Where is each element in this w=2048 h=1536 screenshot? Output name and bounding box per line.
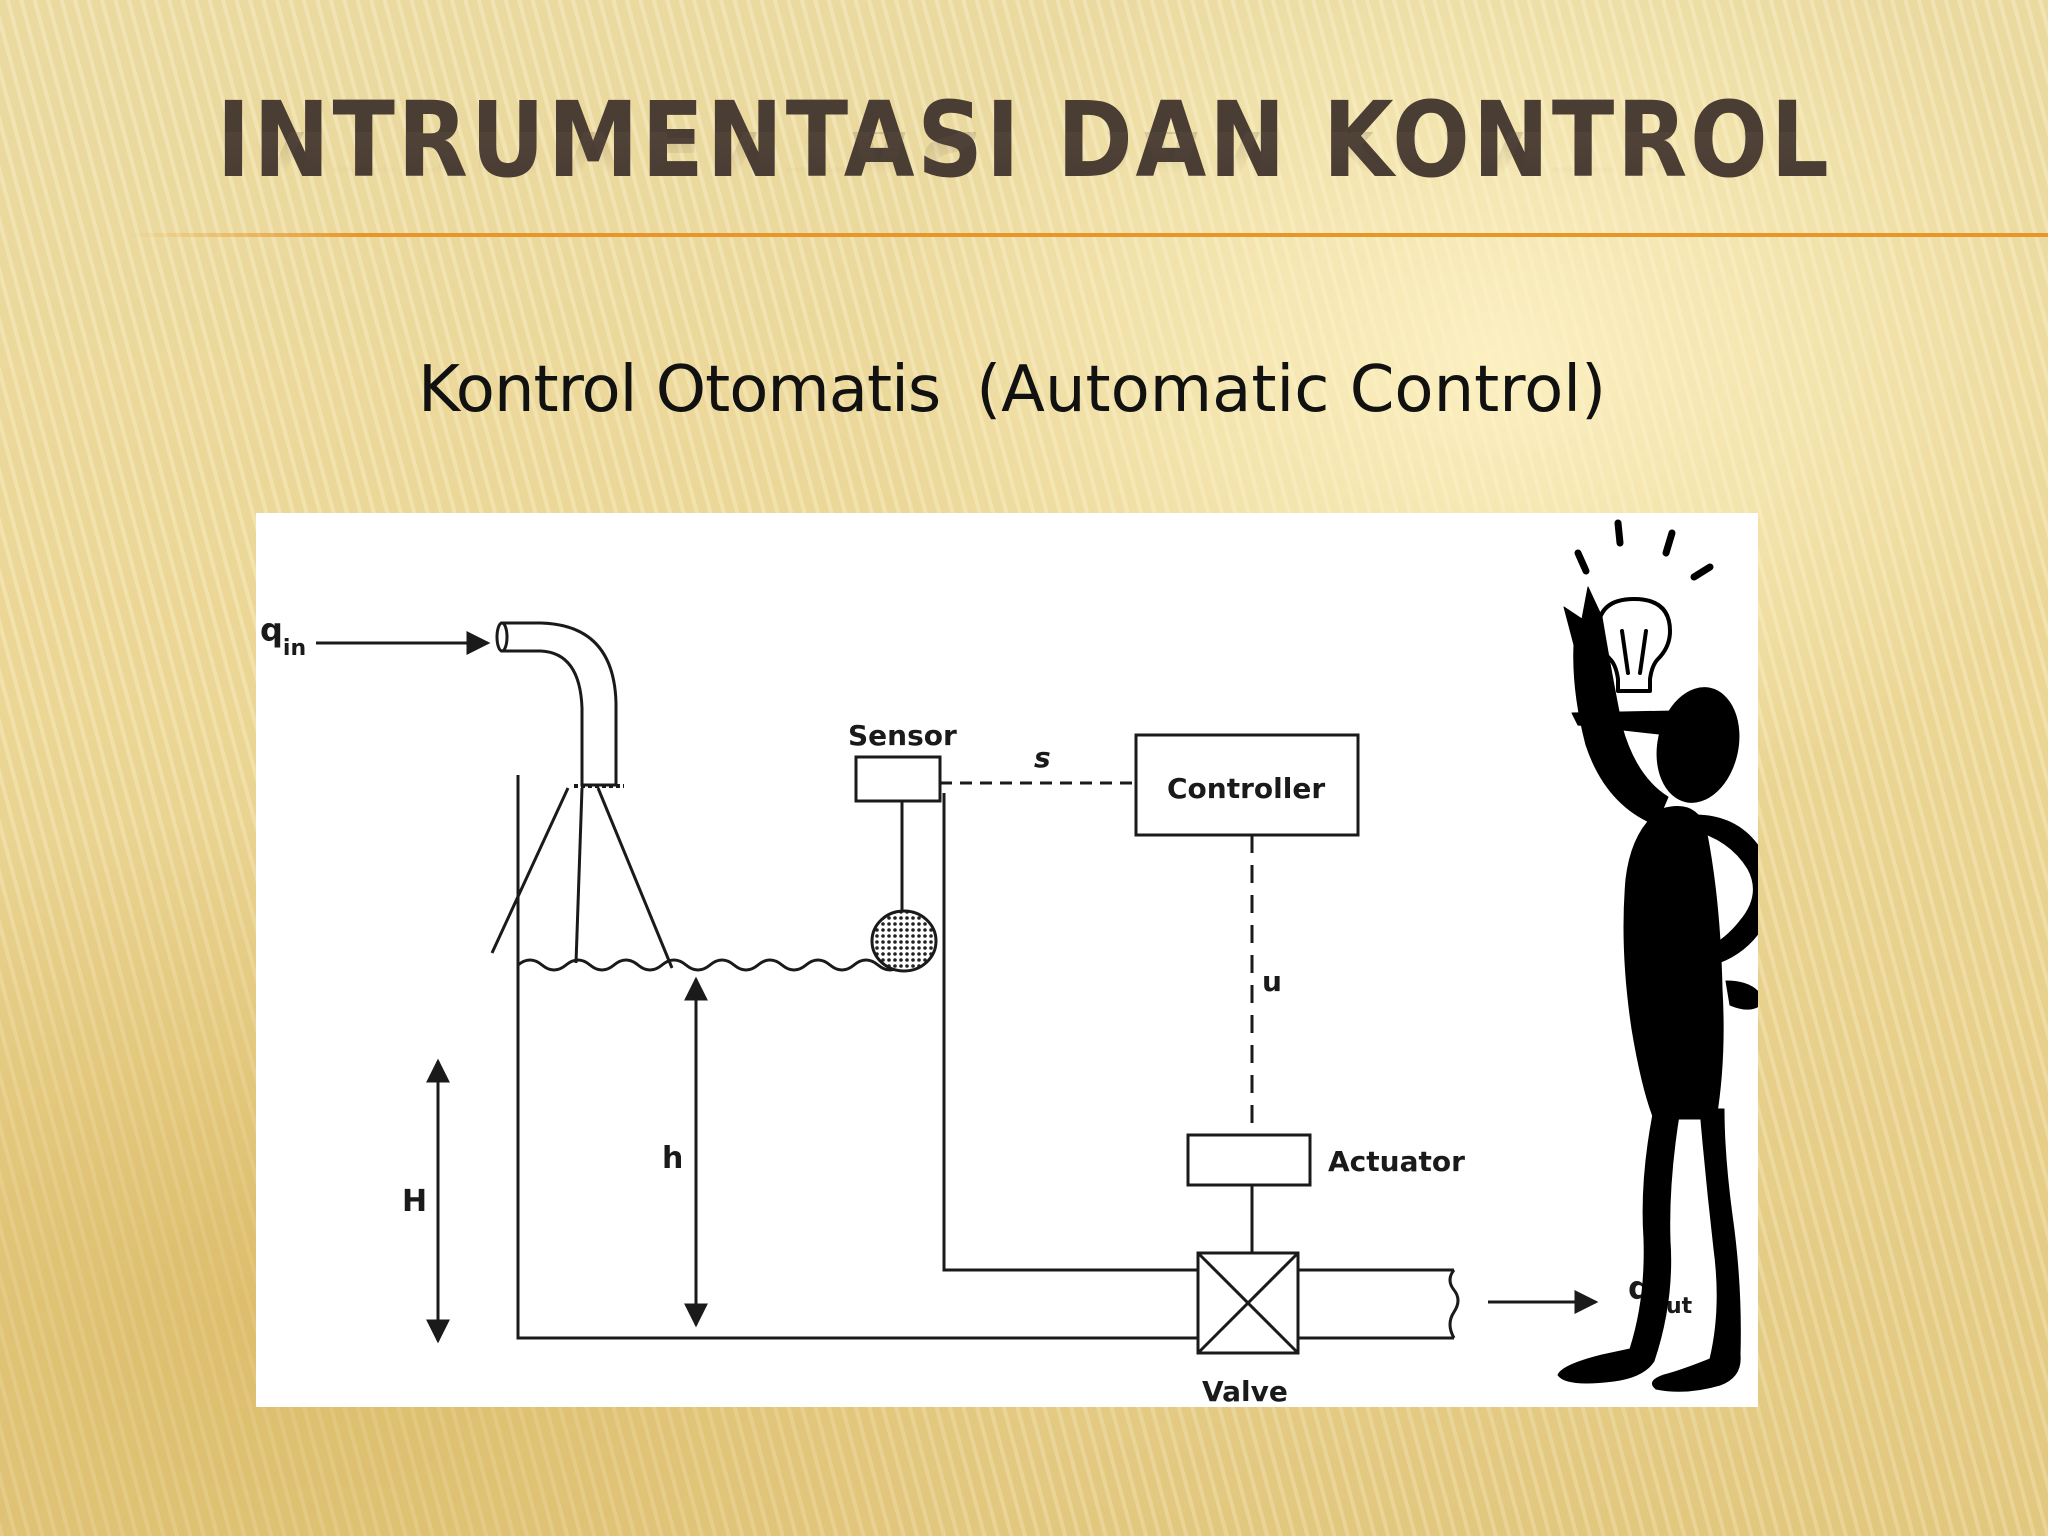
controller-box (1134, 733, 1360, 837)
subtitle-main: Kontrol Otomatis (418, 353, 941, 427)
title-divider (130, 233, 2048, 237)
label-h: h (662, 1141, 683, 1176)
inlet-pipe (500, 621, 618, 787)
label-H: H (402, 1184, 427, 1219)
actuator-box (1186, 1133, 1312, 1187)
label-controller: Controller (1167, 772, 1325, 805)
tank-right-wall (942, 793, 1198, 1272)
sensor-box (854, 755, 942, 803)
label-sensor: Sensor (848, 719, 957, 752)
subtitle-paren: (Automatic Control) (976, 353, 1607, 427)
diagram-svg: qin Sensor s Controller u Actuator Valve… (260, 519, 1758, 1407)
stick-figure-icon (1557, 519, 1758, 1392)
outlet-pipe (1298, 1268, 1454, 1340)
label-actuator: Actuator (1328, 1145, 1465, 1178)
spray-line (574, 787, 584, 964)
label-s: s (1034, 741, 1051, 774)
control-diagram: qin Sensor s Controller u Actuator Valve… (256, 513, 1758, 1407)
water-surface (517, 958, 924, 972)
sensor-float (870, 909, 938, 973)
slide-title: INTRUMENTASI DAN KONTROL (216, 79, 1832, 201)
label-q-in: qin (260, 611, 306, 661)
label-u: u (1262, 965, 1282, 998)
tank-wall (516, 775, 1198, 1340)
slide-subtitle: Kontrol Otomatis (Automatic Control) (418, 350, 1606, 430)
label-valve: Valve (1202, 1375, 1288, 1407)
